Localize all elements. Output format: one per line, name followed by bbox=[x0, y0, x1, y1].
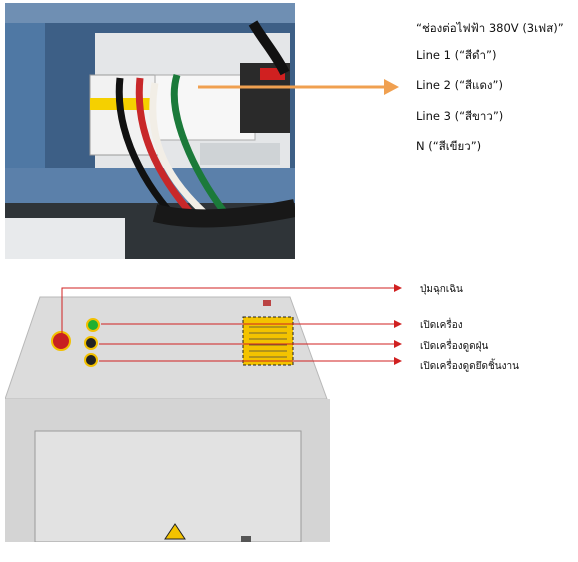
control-cabinet-photo bbox=[5, 281, 332, 542]
neutral-label: N (“สีเขียว”) bbox=[416, 139, 482, 153]
line1-label: Line 1 (“สีดำ”) bbox=[416, 48, 497, 62]
orange-arrowhead bbox=[384, 79, 399, 95]
wiring-title: “ช่องต่อไฟฟ้า 380V (3เฟส)” bbox=[416, 21, 564, 35]
dust-collector-label: เปิดเครื่องดูดฝุ่น bbox=[420, 341, 489, 352]
machine-on-label: เปิดเครื่อง bbox=[420, 320, 463, 331]
wiring-terminal-photo bbox=[5, 3, 295, 259]
vacuum-clamp-label: เปิดเครื่องดูดยึดชิ้นงาน bbox=[420, 361, 519, 372]
line3-label: Line 3 (“สีขาว”) bbox=[416, 109, 504, 123]
line2-label: Line 2 (“สีแดง”) bbox=[416, 78, 503, 92]
emergency-button-label: ปุ่มฉุกเฉิน bbox=[420, 284, 463, 295]
